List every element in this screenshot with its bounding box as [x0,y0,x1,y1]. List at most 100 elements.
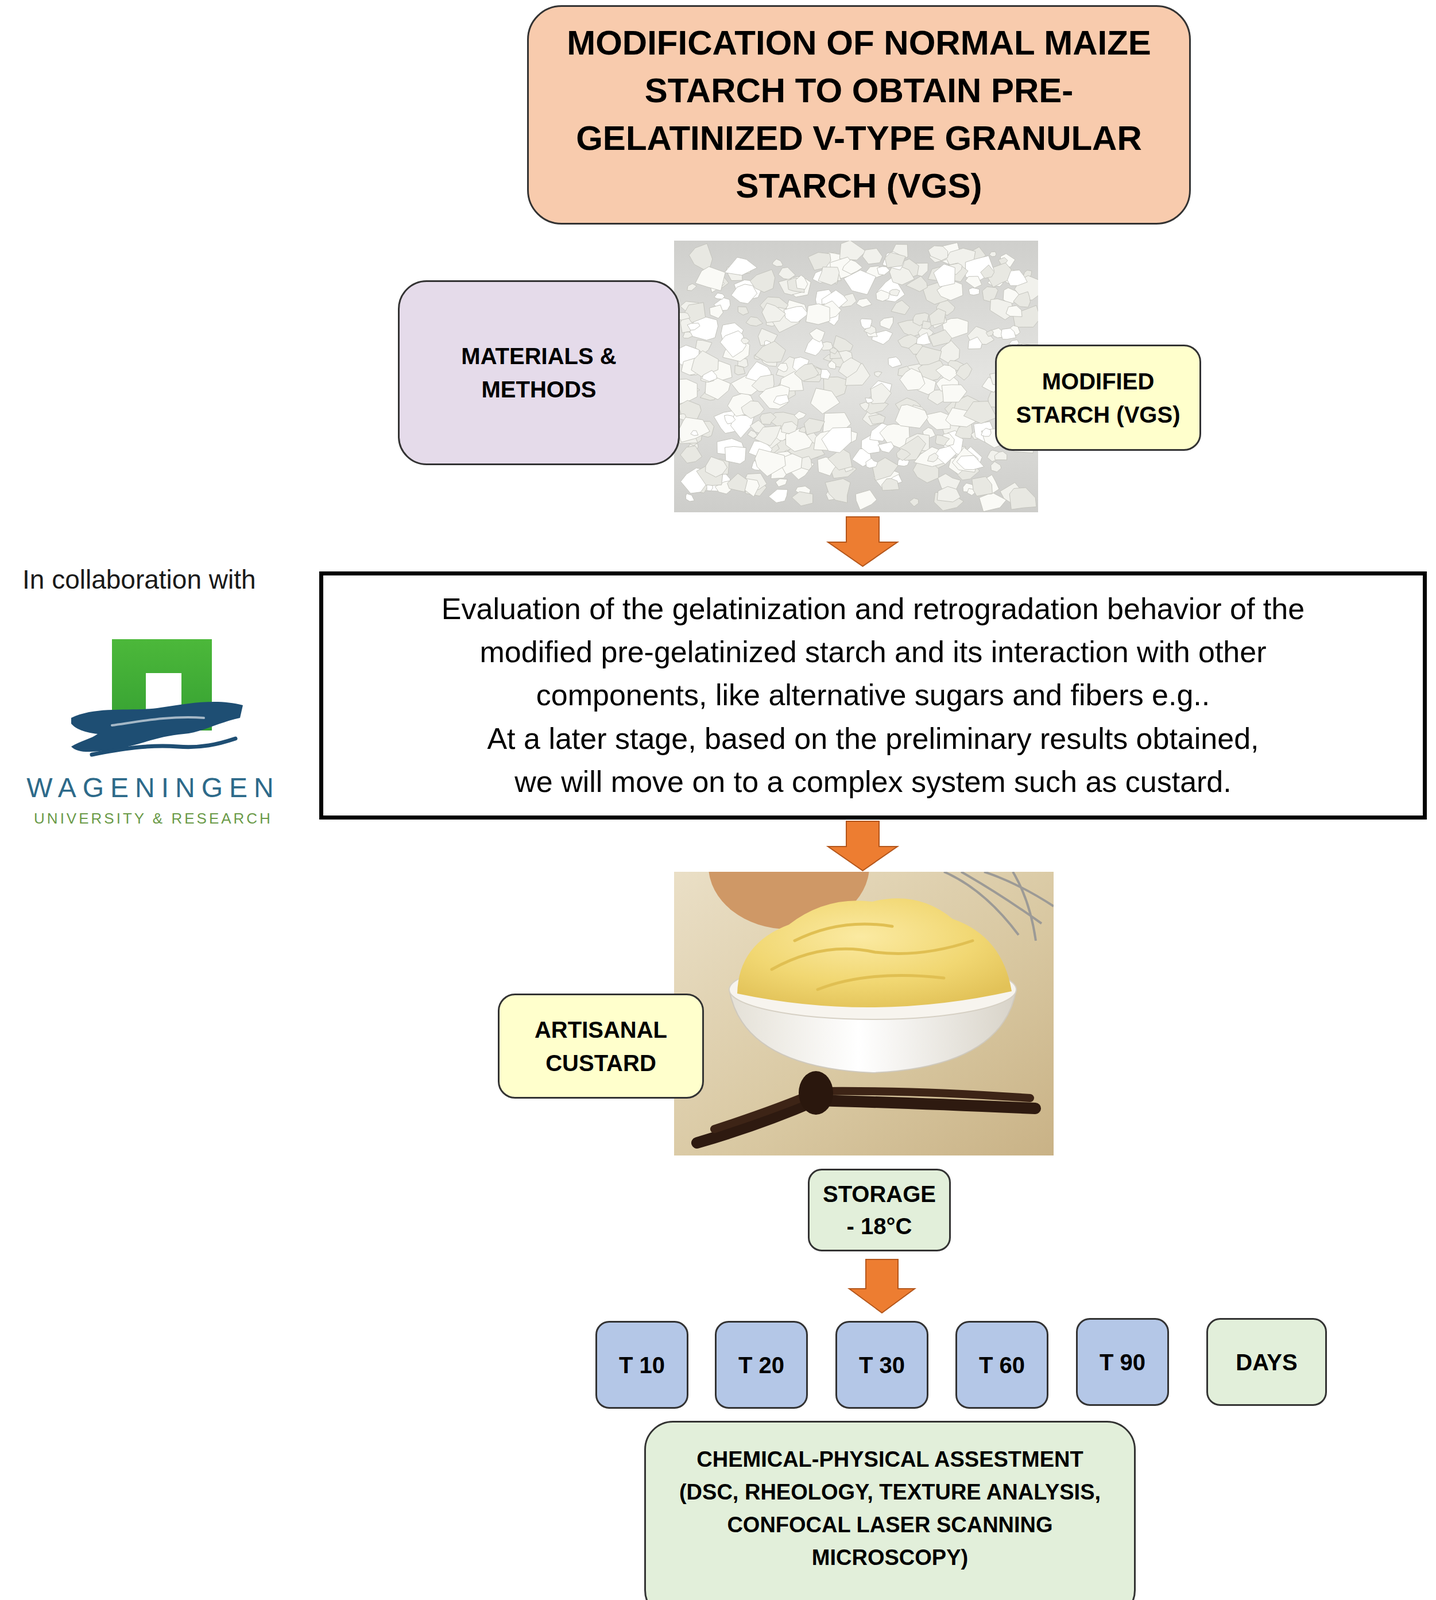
node-text: T 20 [722,1349,801,1380]
plain-label: In collaboration with [22,563,257,595]
photo-ground [674,871,1054,1156]
node-text: T 90 [1083,1347,1162,1377]
starch-chunk [724,415,736,424]
label-box: ARTISANAL CUSTARD [497,993,704,1099]
starch-chunk [759,412,777,425]
flow-arrow [849,1259,915,1313]
starch-chunk [827,360,836,369]
node-text: T 60 [962,1349,1041,1380]
time-box: T 10 [595,1320,689,1409]
starch-chunk [889,289,900,296]
starch-chunk [899,368,925,391]
starch-chunk [725,446,747,464]
starch-chunk [818,266,840,286]
starch-chunk [781,421,798,434]
flow-arrow [821,513,908,572]
node-text: MATERIALS & METHODS [413,339,665,406]
starch-chunk [1013,291,1031,308]
starch-chunk [695,266,726,291]
starch-chunk [994,451,1008,460]
node-text: T 30 [842,1349,921,1380]
starch-chunk [880,316,894,330]
label-box: MODIFIED STARCH (VGS) [995,344,1202,451]
starch-chunk [706,484,713,491]
starch-chunk [860,318,872,329]
starch-chunk [829,347,838,354]
time-box: T 30 [835,1320,929,1409]
starch-chunk [684,302,706,323]
starch-chunk [856,297,872,308]
starch-chunk [895,404,928,429]
node-text: CHEMICAL-PHYSICAL ASSESTMENT [660,1442,1120,1476]
starch-chunk [806,303,831,325]
starch-chunk [881,478,900,491]
starch-chunk [825,478,851,503]
starch-chunk [754,425,781,446]
starch-chunk [795,275,808,290]
starch-chunk [690,430,699,436]
starch-chunk [884,252,906,269]
custard-photo [674,871,1054,1156]
starch-chunk [709,304,724,319]
objective-box: Evaluation of the gelatinization and ret… [319,571,1427,820]
starch-chunk [844,269,877,295]
starch-chunk [783,306,808,323]
starch-chunk [727,473,748,492]
starch-chunk [915,346,942,366]
starch-chunk [794,411,807,420]
starch-chunk [761,303,786,323]
starch-chunk [928,245,948,261]
time-box: T 90 [1075,1317,1170,1406]
starch-chunk [968,337,982,350]
node-text: STORAGE - 18°C [818,1177,940,1242]
starch-chunk [755,449,786,477]
starch-chunk [731,284,758,304]
storage-box: STORAGE - 18°C [807,1168,951,1252]
node-text: ARTISANAL CUSTARD [511,1012,691,1080]
starch-chunk [678,416,711,443]
starch-chunk [980,264,995,278]
vanilla-knot [798,1070,834,1115]
starch-chunk [898,334,918,348]
starch-chunk [985,330,994,337]
starch-chunk [909,497,919,507]
starch-chunk [685,493,695,502]
starch-chunk [776,363,788,373]
starch-chunk [906,276,928,292]
starch-chunk [862,248,883,265]
logo-wave [111,717,204,726]
starch-chunk [734,365,746,375]
starch-chunk [888,357,902,369]
starch-chunk [724,257,758,276]
vanilla-pod [714,1090,1031,1129]
starch-chunk [859,401,869,412]
starch-chunk [937,486,961,502]
starch-chunk [1007,269,1028,286]
starch-chunk [877,441,894,453]
starch-chunk [794,363,819,381]
starch-chunk [687,283,698,291]
flow-arrow-shape [827,821,898,871]
analysis-box: CHEMICAL-PHYSICAL ASSESTMENT(DSC, RHEOLO… [644,1420,1136,1600]
node-text: T 10 [602,1349,681,1380]
time-box: T 20 [714,1320,808,1409]
node-text: MODIFICATION OF NORMAL MAIZE STARCH TO O… [546,19,1172,210]
node-text: DAYS [1213,1347,1320,1377]
starch-chunk [741,338,750,344]
starch-chunk [773,394,789,405]
starch-photo [674,240,1039,513]
starch-chunk [720,330,746,358]
starch-chunk [865,458,878,468]
flow-arrow [821,818,908,876]
starch-chunk [1009,487,1037,510]
starch-chunk [916,332,931,345]
node-text: (DSC, RHEOLOGY, TEXTURE ANALYSIS, CONFOC… [660,1475,1120,1574]
starch-chunk [810,388,841,414]
node-text: MODIFIED STARCH (VGS) [1008,364,1188,432]
starch-chunk [839,240,866,261]
starch-chunk [981,428,992,437]
title-box: MODIFICATION OF NORMAL MAIZE STARCH TO O… [527,5,1191,225]
starch-chunk [965,276,982,288]
starch-chunk [865,397,874,404]
time-box: T 60 [955,1320,1049,1409]
